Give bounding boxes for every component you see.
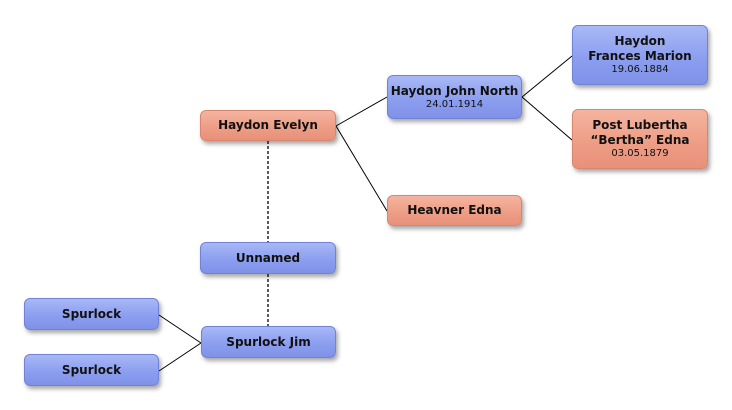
person-date: 19.06.1884 — [611, 64, 669, 75]
line-john-to-lubertha — [521, 96, 573, 141]
line-evelyn-to-john — [335, 96, 388, 127]
person-date: 24.01.1914 — [425, 98, 484, 110]
person-name: Post Lubertha “Bertha” Edna — [590, 118, 690, 147]
line-jim-to-spurlock-2 — [158, 342, 202, 372]
person-name: Spurlock — [61, 362, 122, 377]
person-name: Haydon Frances Marion — [588, 34, 692, 63]
person-node-post-lubertha[interactable]: Post Lubertha “Bertha” Edna 03.05.1879 — [572, 109, 708, 169]
person-node-spurlock-jim[interactable]: Spurlock Jim — [201, 326, 336, 358]
person-node-haydon-john-north[interactable]: Haydon John North 24.01.1914 — [387, 75, 522, 119]
person-date: 03.05.1879 — [611, 148, 669, 159]
person-name: Spurlock — [61, 306, 122, 321]
person-name: Haydon John North — [390, 83, 519, 98]
line-john-to-frances — [521, 55, 573, 98]
person-node-heavner-edna[interactable]: Heavner Edna — [387, 195, 522, 226]
person-name: Spurlock Jim — [226, 334, 311, 349]
person-node-spurlock-2[interactable]: Spurlock — [24, 354, 159, 386]
person-name: Heavner Edna — [407, 203, 502, 217]
line-jim-to-spurlock-1 — [158, 314, 202, 344]
person-node-haydon-frances-marion[interactable]: Haydon Frances Marion 19.06.1884 — [572, 25, 708, 85]
line-evelyn-to-edna — [335, 125, 388, 212]
person-name: Unnamed — [235, 250, 301, 265]
person-name: Haydon Evelyn — [218, 118, 318, 132]
person-node-haydon-evelyn[interactable]: Haydon Evelyn — [200, 110, 336, 141]
person-node-unnamed[interactable]: Unnamed — [200, 242, 336, 274]
person-node-spurlock-1[interactable]: Spurlock — [24, 298, 159, 330]
